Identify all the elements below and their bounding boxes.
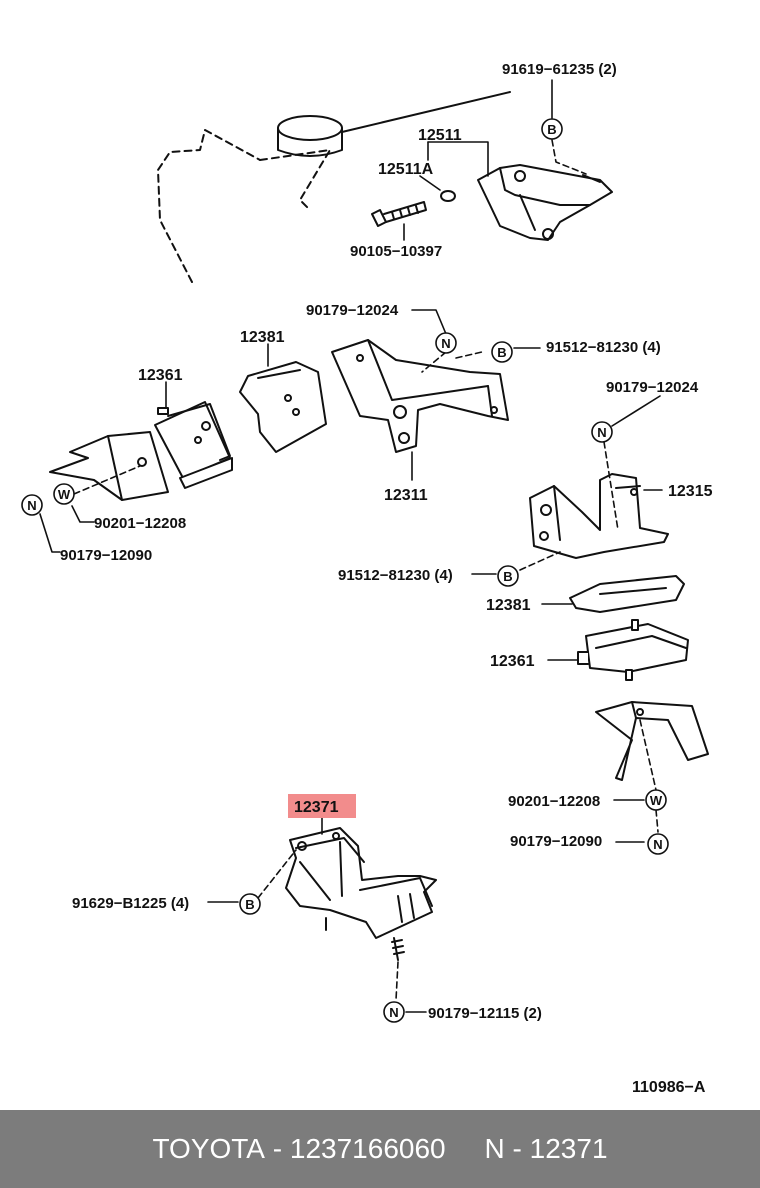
symbol-n: N (441, 336, 450, 351)
part-labels: 91619−61235 (2) 12511 12511A 90105−10397… (60, 61, 713, 1096)
bracket-12315 (529, 473, 669, 559)
plate-12381-left (239, 361, 327, 453)
label-12511: 12511 (418, 127, 462, 144)
symbol-w: W (58, 487, 71, 502)
label-12361-right: 12361 (490, 653, 535, 670)
footer-part-number: 1237166060 (289, 1133, 446, 1164)
label-12381-left: 12381 (240, 329, 285, 346)
highlight-box-12371 (288, 794, 356, 818)
label-90105-10397: 90105−10397 (350, 243, 442, 260)
heat-shield-left (49, 431, 169, 501)
bracket-12511 (477, 164, 613, 241)
engine-outline (157, 91, 511, 283)
heat-shield-right (595, 701, 709, 781)
label-90179-12024-right: 90179−12024 (606, 379, 699, 396)
insulator-12361-right (577, 619, 689, 681)
label-90179-12090-left: 90179−12090 (60, 547, 152, 564)
label-91619-61235: 91619−61235 (2) (502, 61, 617, 78)
label-12361-left: 12361 (138, 367, 183, 384)
label-12381-right: 12381 (486, 597, 531, 614)
symbol-b: B (497, 345, 506, 360)
label-12371: 12371 (294, 799, 339, 816)
bolt-90105 (371, 201, 427, 227)
symbol-b: B (547, 122, 556, 137)
leader-lines (39, 79, 663, 1013)
symbol-b: B (503, 569, 512, 584)
footer-prefix: N (484, 1133, 505, 1164)
label-91512-81230-bottom: 91512−81230 (4) (338, 567, 453, 584)
label-90179-12115: 90179−12115 (2) (428, 1005, 542, 1022)
symbol-n: N (389, 1005, 398, 1020)
symbol-letters: B N B W N N B W N B N (27, 122, 663, 1020)
symbol-b: B (245, 897, 254, 912)
footer-ref: 12371 (529, 1133, 608, 1164)
label-90201-12208-right: 90201−12208 (508, 793, 600, 810)
footer-gap (446, 1133, 485, 1165)
label-90179-12024-left: 90179−12024 (306, 302, 399, 319)
label-12511a: 12511A (378, 161, 434, 178)
symbol-w: W (650, 793, 663, 808)
symbol-n: N (27, 498, 36, 513)
insulator-12361-left (154, 401, 233, 489)
footer-separator-2: - (504, 1133, 530, 1164)
bracket-12311 (331, 339, 509, 453)
label-90201-12208-left: 90201−12208 (94, 515, 186, 532)
label-12315: 12315 (668, 483, 713, 500)
footer-separator: - (265, 1133, 290, 1164)
label-12311: 12311 (384, 487, 428, 504)
nut-12511a (440, 190, 456, 202)
symbol-markers (21, 118, 669, 1023)
symbol-n: N (597, 425, 606, 440)
plate-12381-right (569, 575, 685, 613)
label-91512-81230-top: 91512−81230 (4) (546, 339, 661, 356)
label-91629-b1225: 91629−B1225 (4) (72, 895, 189, 912)
footer-bar: TOYOTA - 1237166060 N - 12371 (0, 1110, 760, 1188)
footer-brand: TOYOTA (152, 1133, 265, 1164)
diagram-reference: 110986−A (632, 1079, 706, 1096)
mount-12371 (285, 827, 437, 961)
parts-diagram: B N B W N N B W N B N 91619−61235 (2) 12… (21, 61, 713, 1096)
symbol-n: N (653, 837, 662, 852)
label-90179-12090-right: 90179−12090 (510, 833, 602, 850)
